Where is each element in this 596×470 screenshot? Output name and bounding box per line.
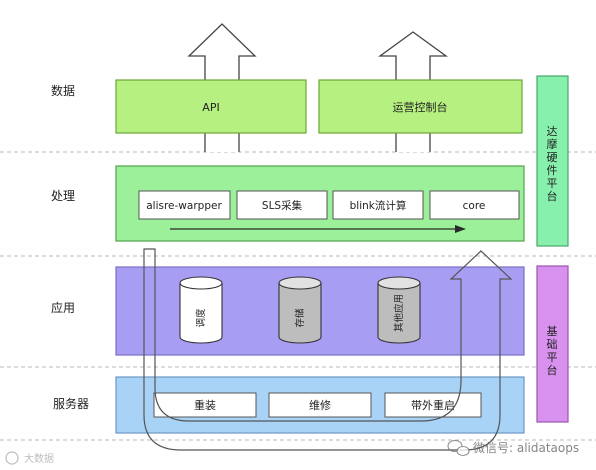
side-panel-bottom-char: 基 bbox=[547, 325, 558, 338]
cylinder-schedule: 调度 bbox=[179, 276, 223, 344]
api-label: API bbox=[202, 101, 219, 114]
layer-label-server: 服务器 bbox=[53, 396, 89, 411]
side-panel-bottom bbox=[536, 265, 569, 423]
processing-flow-arrowhead bbox=[455, 225, 466, 233]
server-item-box bbox=[153, 392, 257, 418]
side-panel-bottom-char: 平 bbox=[547, 351, 558, 364]
cylinder-storage: 存储 bbox=[278, 276, 322, 344]
console-label: 运营控制台 bbox=[393, 100, 448, 114]
watermark-right: 微信号: alidataops bbox=[447, 439, 579, 457]
processing-items: alisre-warpper SLS采集 blink流计算 core bbox=[138, 190, 520, 220]
layer-label-data: 数据 bbox=[51, 83, 75, 98]
server-item-box bbox=[268, 392, 372, 418]
server-item-label: 带外重启 bbox=[411, 398, 455, 412]
layer-separators bbox=[0, 151, 596, 441]
side-panel-top-label: 达 摩 硬 件 平 台 bbox=[547, 125, 558, 203]
layer-label-application: 应用 bbox=[51, 300, 75, 315]
side-panel-top-char: 平 bbox=[547, 177, 558, 190]
server-item-label: 维修 bbox=[309, 398, 331, 412]
side-panel-bottom-char: 础 bbox=[547, 338, 558, 351]
side-panel-top bbox=[536, 75, 569, 247]
processing-item-label: core bbox=[463, 200, 486, 212]
side-panel-top-char: 达 bbox=[547, 125, 558, 138]
processing-item-label: SLS采集 bbox=[262, 199, 303, 212]
logo-icon bbox=[5, 451, 19, 465]
server-items: 重装 维修 带外重启 bbox=[153, 392, 482, 418]
side-panel-top-char: 硬 bbox=[547, 151, 558, 164]
processing-item-label: alisre-warpper bbox=[146, 200, 222, 212]
console-box bbox=[318, 79, 523, 134]
server-item-label: 重装 bbox=[194, 398, 216, 412]
cylinder-label: 其他应用 bbox=[393, 294, 405, 332]
processing-item-box bbox=[138, 190, 231, 220]
processing-item-box bbox=[236, 190, 328, 220]
wechat-icon bbox=[447, 439, 470, 457]
side-panel-bottom-label: 基 础 平 台 bbox=[547, 325, 558, 377]
cylinder-label: 调度 bbox=[195, 308, 207, 328]
watermark-left-text: 大数据 bbox=[24, 452, 54, 465]
side-panel-bottom-char: 台 bbox=[547, 363, 558, 377]
cylinder-label: 存储 bbox=[294, 308, 306, 328]
layer-label-processing: 处理 bbox=[51, 189, 75, 203]
watermark-left: 大数据 bbox=[5, 451, 54, 465]
feedback-loop-arrow bbox=[143, 248, 513, 451]
watermark-right-text: 微信号: alidataops bbox=[473, 441, 579, 455]
api-box bbox=[115, 79, 307, 134]
server-item-box bbox=[384, 392, 482, 418]
side-panel-top-char: 件 bbox=[547, 164, 558, 177]
cylinder-other-apps: 其他应用 bbox=[377, 276, 421, 344]
processing-item-box bbox=[429, 190, 520, 220]
side-panel-top-char: 台 bbox=[547, 189, 558, 203]
processing-item-label: blink流计算 bbox=[350, 199, 407, 212]
processing-item-box bbox=[332, 190, 424, 220]
side-panel-top-char: 摩 bbox=[547, 137, 558, 151]
